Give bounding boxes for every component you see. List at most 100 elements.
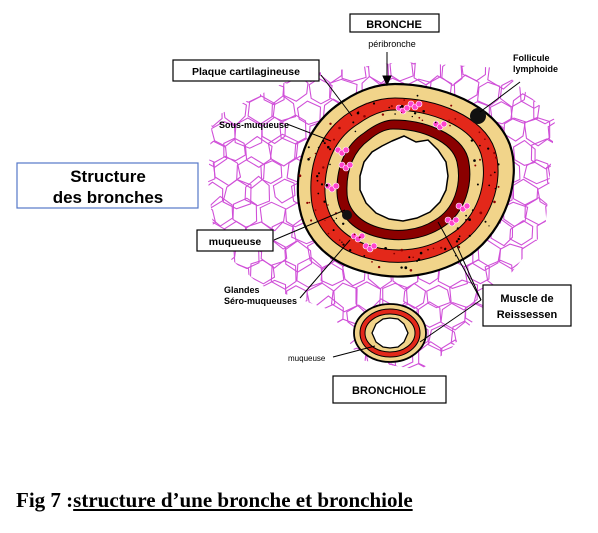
plaque-label-box (172, 59, 320, 82)
bronchiole-mucosa-label: muqueuse (288, 354, 326, 363)
alveolus-cell (455, 366, 478, 370)
alveolus-cell (543, 238, 555, 274)
tissue-dot (314, 152, 317, 155)
alveolus-cell (285, 62, 313, 63)
alveolus-cell (450, 62, 479, 68)
tissue-dot (394, 113, 396, 115)
tissue-dot (353, 233, 356, 236)
tissue-dot (317, 146, 319, 148)
alveolus-cell (400, 62, 428, 65)
alveolus-cell (512, 178, 539, 207)
tissue-dot (352, 121, 355, 124)
alveolus-cell (282, 321, 310, 350)
alveolus-cell (510, 343, 535, 367)
alveolus-cell (263, 62, 287, 64)
alveolus-cell (247, 95, 276, 125)
bronchus-cross-section (296, 82, 515, 278)
alveolus-cell (296, 256, 323, 288)
alveolus-cell (189, 38, 211, 61)
bronchus-lumen (359, 135, 449, 222)
tissue-dot (416, 260, 418, 262)
tissue-dot (317, 192, 320, 195)
alveolus-cell (427, 36, 450, 59)
alveolus-cell (208, 304, 225, 330)
alveolus-cell (306, 282, 336, 312)
alveolus-cell (537, 181, 555, 210)
tissue-dot (298, 174, 302, 177)
lymphoid-follicle (470, 108, 486, 124)
mucosa-label-box (196, 229, 274, 252)
tissue-dot (356, 111, 360, 115)
follicle-label-1: Follicule (513, 53, 550, 63)
alveolus-cell (271, 95, 297, 122)
tissue-dot (416, 94, 419, 97)
tissue-dot (363, 255, 366, 257)
tissue-dot (465, 219, 467, 221)
alveolus-cell (543, 361, 555, 370)
tissue-dot (384, 247, 387, 250)
gland-acinus (415, 100, 423, 108)
alveolus-cell (256, 321, 283, 350)
alveolus-cell (248, 301, 277, 335)
alveolus-cell (330, 282, 358, 313)
tissue-dot (427, 248, 429, 251)
tissue-dot (479, 211, 483, 215)
tissue-dot (323, 142, 326, 145)
alveolus-cell (219, 336, 248, 368)
mucosa-label: muqueuse (209, 236, 262, 248)
tissue-dot (479, 144, 481, 147)
tissue-dot (338, 239, 341, 241)
alveolus-cell (530, 138, 555, 170)
tissue-dot (444, 247, 447, 250)
alveolus-cell (417, 301, 442, 328)
tissue-dot (488, 184, 491, 187)
alveolus-cell (211, 361, 239, 370)
alveolus-cell (209, 62, 234, 63)
alveolus-cell (222, 178, 252, 210)
alveolus-cell (244, 135, 273, 168)
alveolus-cell (460, 62, 487, 82)
bronchiole-label: BRONCHIOLE (352, 385, 426, 397)
tissue-dot (440, 246, 443, 249)
tissue-dot (342, 243, 345, 246)
alveolus-cell (327, 62, 353, 64)
alveolus-cell (558, 140, 582, 166)
tissue-dot (474, 164, 477, 167)
tissue-dot (341, 241, 343, 243)
alveolus-cell (296, 100, 322, 125)
tissue-dot (363, 115, 366, 118)
alveolus-cell (545, 158, 555, 190)
tissue-dot (422, 110, 426, 113)
alveolus-cell (554, 180, 555, 214)
tissue-dot (411, 115, 413, 118)
alveolus-cell (231, 320, 259, 350)
alveolus-cell (208, 117, 211, 142)
caption-text: structure d’une bronche et bronchiole (73, 488, 413, 512)
alveolus-cell (233, 117, 263, 149)
alveolus-cell (547, 119, 555, 149)
gland-acinus (463, 202, 471, 210)
tissue-dot (493, 200, 496, 204)
alveolus-cell (212, 318, 239, 348)
tissue-dot (448, 119, 450, 122)
tissue-dot (327, 232, 330, 235)
tissue-dot (308, 201, 311, 204)
muscle-label-box (482, 284, 572, 327)
alveolus-cell (208, 366, 213, 370)
tissue-dot (497, 163, 500, 166)
tissue-dot (372, 102, 376, 105)
tissue-dot (413, 112, 417, 115)
tissue-dot (323, 200, 326, 203)
alveolus-cell (314, 295, 344, 328)
alveolus-cell (472, 62, 502, 65)
tissue-dot (495, 156, 498, 159)
tissue-dot (325, 184, 329, 187)
tissue-dot (493, 151, 496, 155)
alveolus-cell (486, 341, 512, 367)
tissue-dot (306, 201, 309, 204)
tissue-dot (421, 119, 424, 122)
tissue-dot (333, 219, 335, 222)
alveolus-cell (239, 38, 259, 62)
alveolus-cell (560, 218, 587, 250)
tissue-dot (473, 159, 476, 162)
